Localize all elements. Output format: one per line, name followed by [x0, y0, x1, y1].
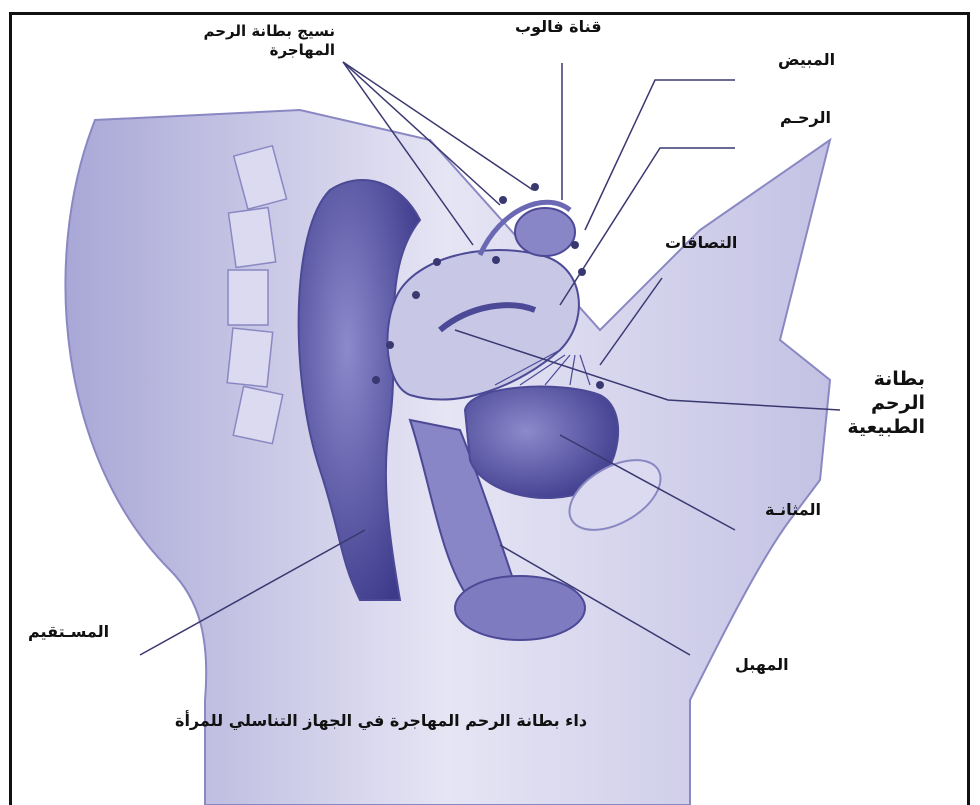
label-adhesions: التصاقات [665, 233, 737, 253]
leader-ovary [585, 80, 735, 230]
label-rectum: المسـتقيم [28, 622, 109, 642]
label-uterus: الرحـم [780, 108, 831, 128]
label-bladder: المثانـة [765, 500, 821, 520]
ovary-shape [515, 208, 575, 256]
label-vagina: المهبل [735, 655, 789, 675]
label-normal-endometrium: بطانة الرحم الطبيعية [835, 368, 925, 439]
label-ectopic-tissue: نسيج بطانة الرحم المهاجرة [135, 22, 335, 60]
perineum [455, 576, 585, 640]
label-fallopian-tube: قناة فالوب [515, 17, 602, 37]
label-ovary: المبيض [778, 50, 835, 70]
figure-caption: داء بطانة الرحم المهاجرة في الجهاز التنا… [175, 711, 587, 731]
